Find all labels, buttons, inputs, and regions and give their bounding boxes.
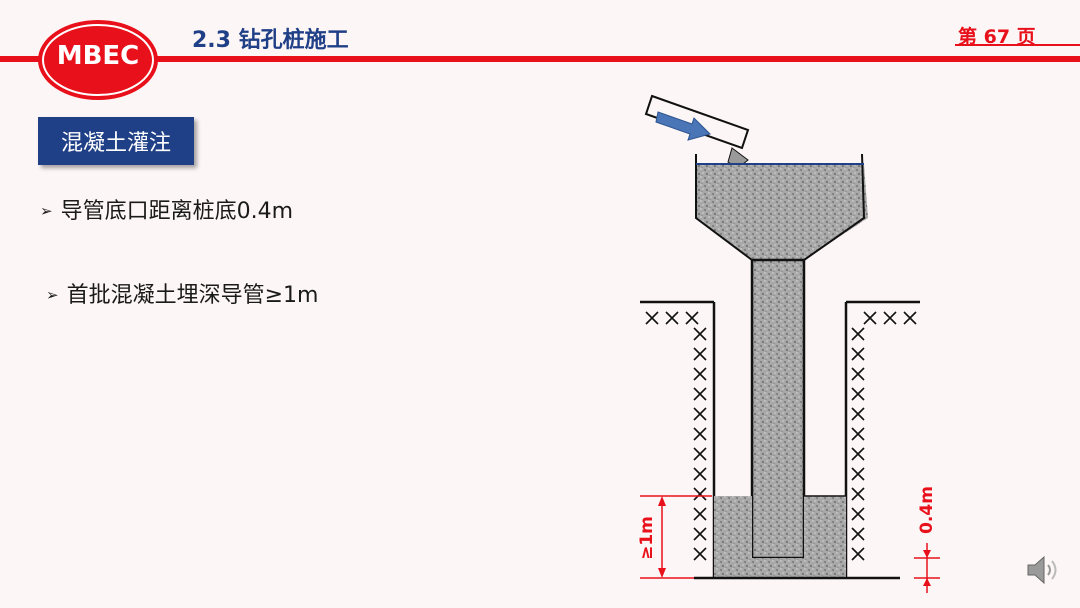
logo-text: MBEC — [56, 41, 140, 71]
section-label: 混凝土灌注 — [38, 117, 194, 165]
soil-hatch — [645, 311, 917, 561]
page-number: 第 67 页 — [958, 26, 1036, 48]
logo — [38, 20, 158, 100]
hopper — [695, 153, 868, 261]
arrow-bullet-icon: ➢ — [40, 202, 53, 220]
bullet-item: ➢ 导管底口距离桩底0.4m — [40, 193, 293, 225]
dimension-right — [914, 543, 940, 593]
bullet-item: ➢ 首批混凝土埋深导管≥1m — [46, 277, 318, 309]
page-title: 2.3 钻孔桩施工 — [192, 28, 349, 53]
pour-arrow-icon — [655, 111, 711, 141]
dimension-right-label: 0.4m — [917, 486, 937, 534]
header-divider — [0, 56, 1080, 62]
dimension-left — [640, 495, 712, 579]
pile-diagram: ≥1m 0.4m — [637, 94, 940, 593]
bullet-text: 首批混凝土埋深导管≥1m — [66, 283, 319, 308]
arrow-bullet-icon: ➢ — [46, 286, 59, 304]
header-page-underline — [955, 44, 1080, 46]
speaker-icon[interactable] — [1024, 553, 1060, 587]
bullet-text: 导管底口距离桩底0.4m — [60, 199, 293, 224]
base-concrete — [714, 495, 846, 578]
dimension-left-label: ≥1m — [637, 516, 657, 560]
tremie-pipe — [750, 258, 806, 560]
